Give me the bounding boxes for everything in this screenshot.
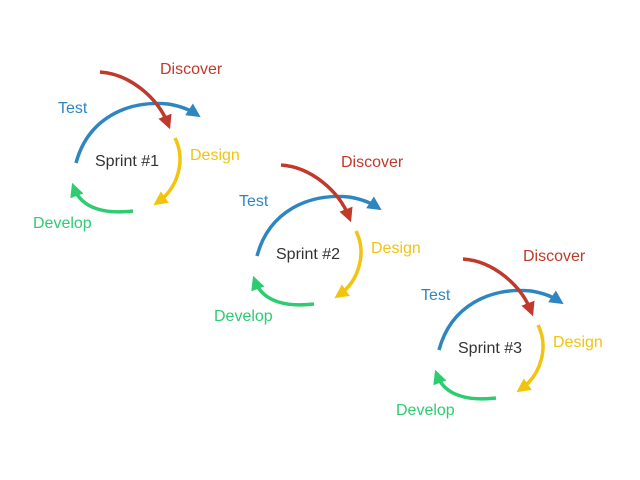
discover-arrow (280, 163, 353, 223)
test-label: Test (58, 100, 88, 117)
design-arrow (334, 230, 363, 299)
sprint-cycle-1: Discover Test Design Develop Sprint #1 (33, 61, 240, 232)
test-label: Test (239, 193, 269, 210)
discover-label: Discover (160, 61, 223, 78)
discover-label: Discover (341, 154, 404, 171)
design-label: Design (371, 240, 421, 257)
design-label: Design (190, 147, 240, 164)
develop-label: Develop (33, 215, 92, 232)
discover-arrow (99, 70, 172, 130)
sprint-title: Sprint #1 (95, 153, 159, 170)
sprint-cycle-2: Discover Test Design Develop Sprint #2 (214, 154, 421, 325)
design-label: Design (553, 334, 603, 351)
test-label: Test (421, 287, 451, 304)
develop-label: Develop (214, 308, 273, 325)
sprint-cycle-3: Discover Test Design Develop Sprint #3 (396, 248, 603, 419)
discover-arrow (462, 257, 535, 317)
design-arrow (153, 137, 182, 206)
sprint-title: Sprint #2 (276, 246, 340, 263)
design-arrow (516, 324, 545, 393)
sprint-title: Sprint #3 (458, 340, 522, 357)
develop-arrow (251, 275, 315, 307)
develop-arrow (433, 369, 497, 401)
develop-label: Develop (396, 402, 455, 419)
discover-label: Discover (523, 248, 586, 265)
develop-arrow (70, 182, 134, 214)
